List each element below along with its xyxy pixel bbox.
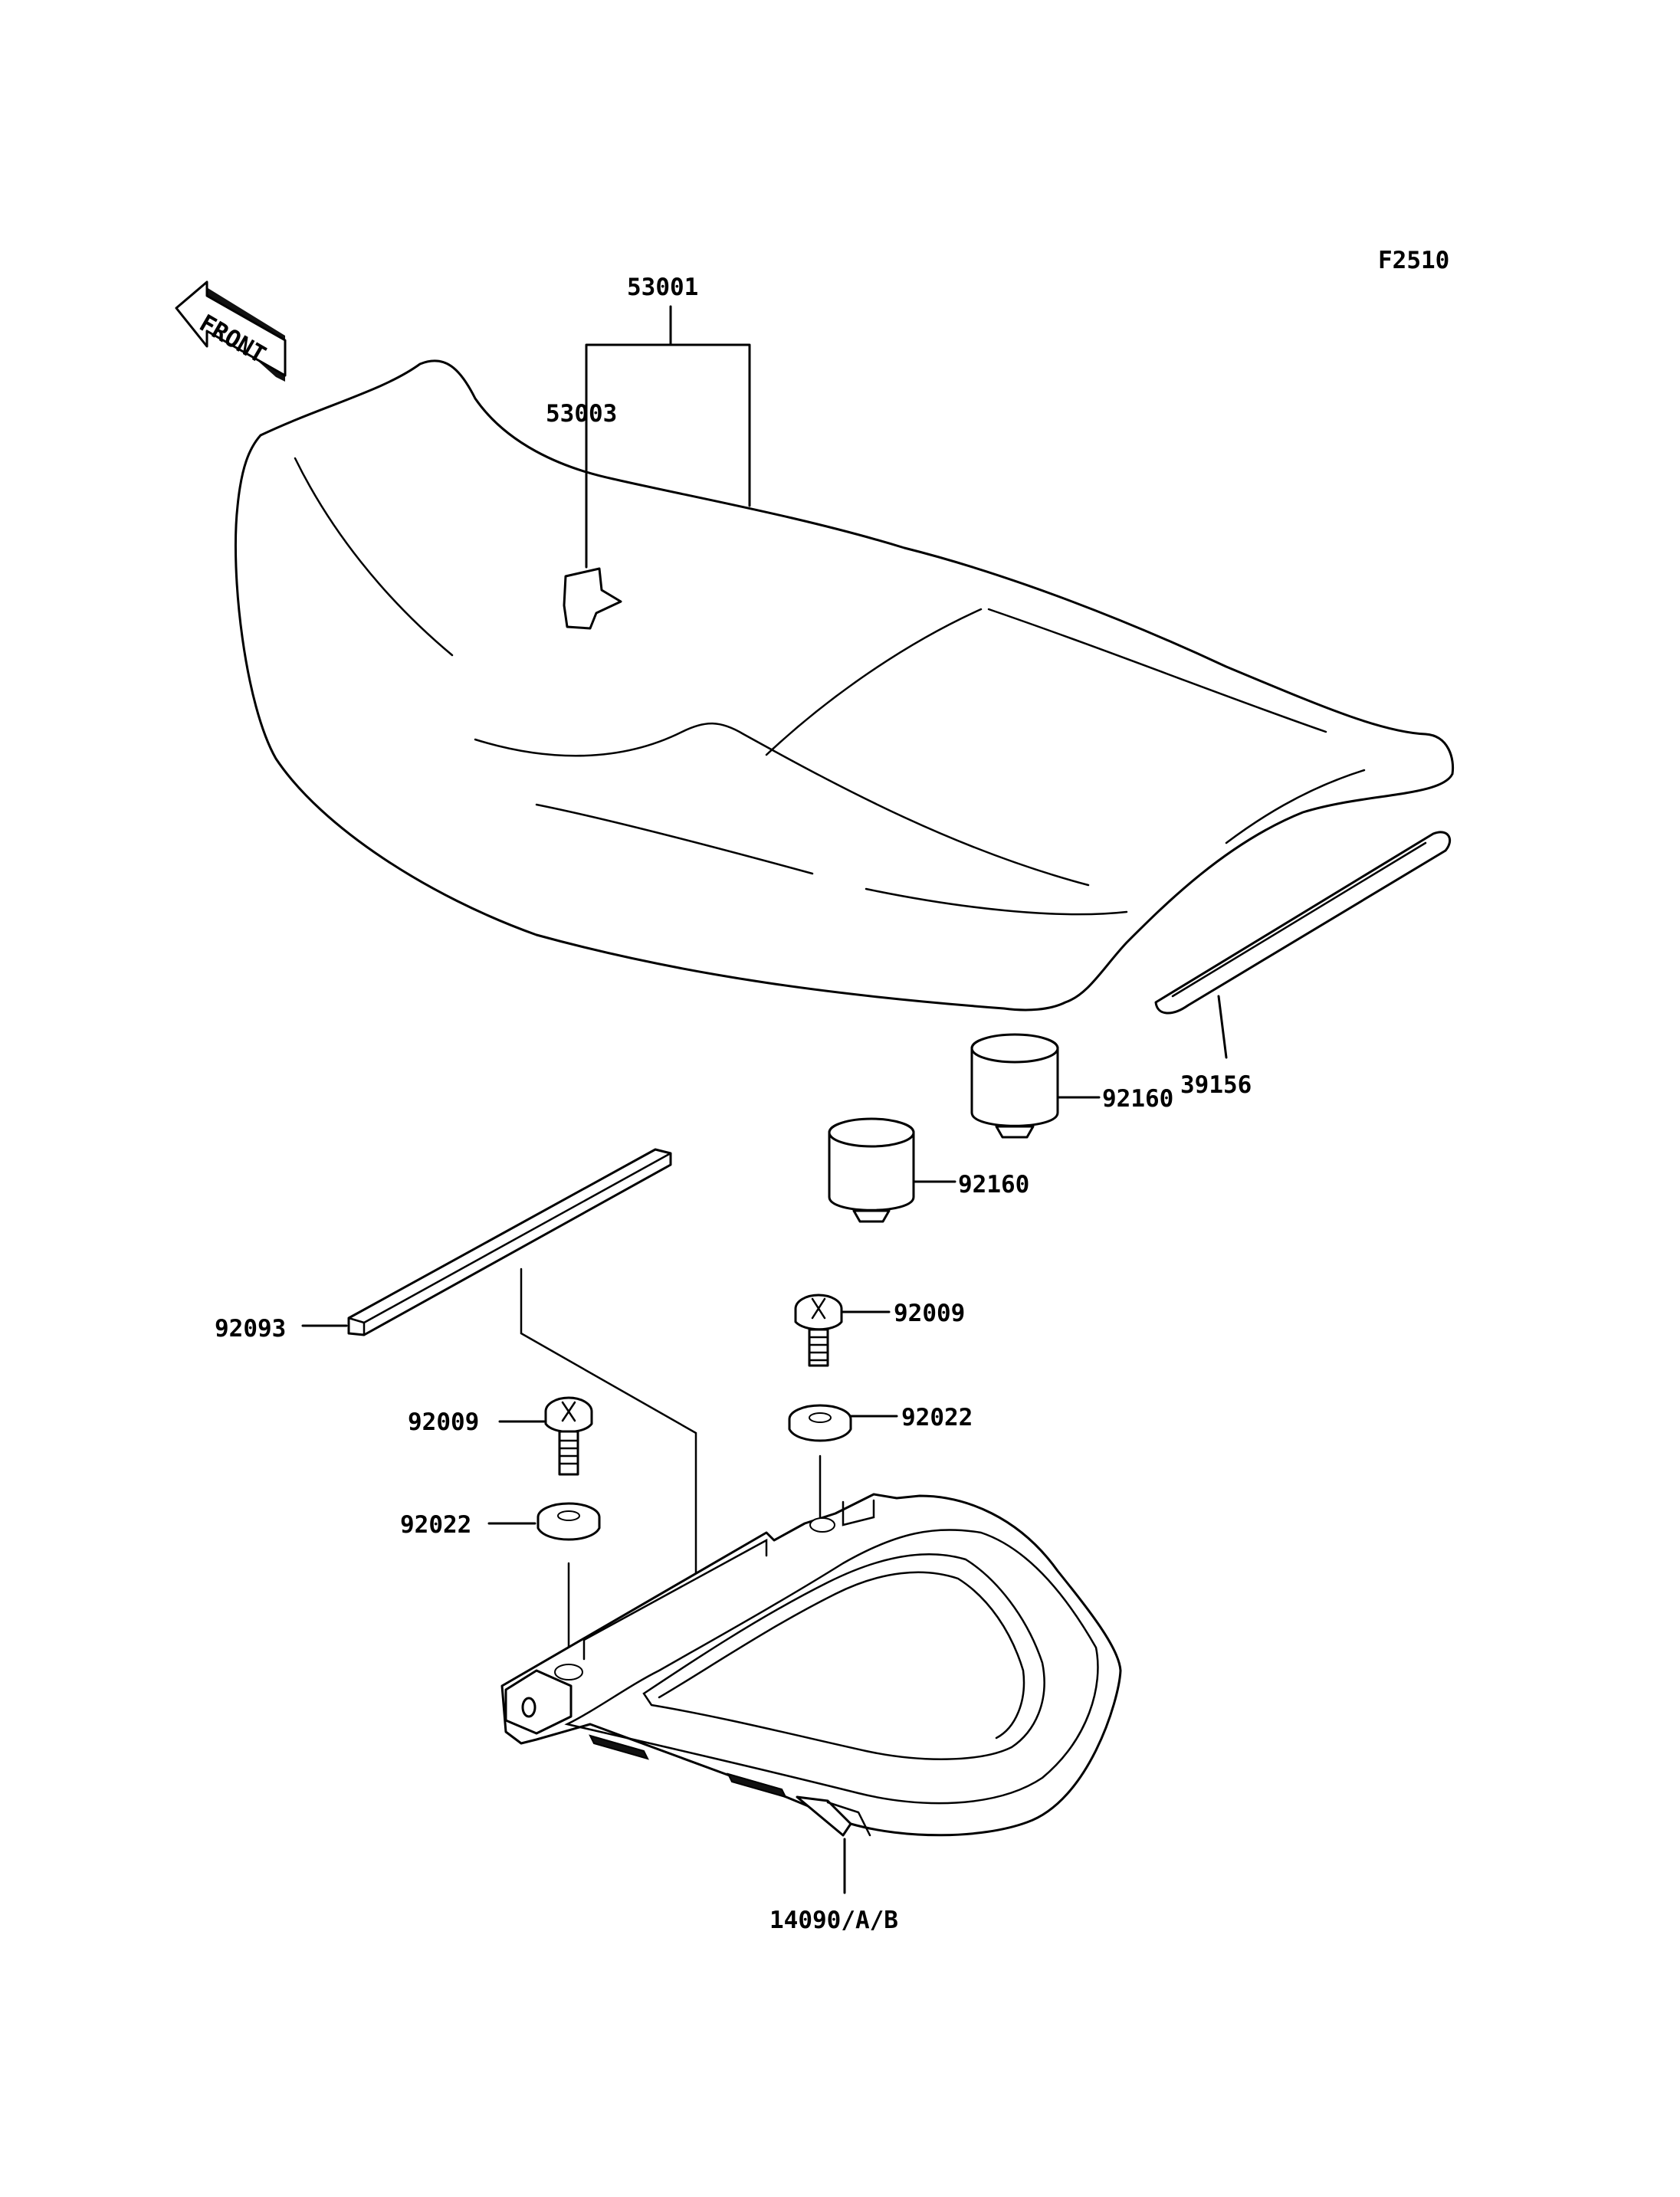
foam-strip-part-number: 92093 <box>215 1315 286 1343</box>
washer-left: 92022 <box>400 1502 601 1664</box>
washer-right: 92022 <box>788 1404 973 1526</box>
storage-tray: 14090/A/B <box>500 1493 1122 1934</box>
bolt-right-part-number: 92009 <box>894 1300 965 1327</box>
seat-illustration <box>234 359 1455 1012</box>
damper-upper-part-number: 92160 <box>1102 1085 1173 1113</box>
front-arrow-icon: FRONT <box>175 280 287 382</box>
trim-strip: 39156 <box>1154 831 1451 1099</box>
figure-code: F2510 <box>1378 247 1449 274</box>
damper-lower-part-number: 92160 <box>958 1171 1029 1199</box>
bolt-right: 92009 <box>794 1294 965 1367</box>
seat-part-number: 53001 <box>627 274 698 301</box>
washer-left-part-number: 92022 <box>400 1511 471 1539</box>
damper-upper: 92160 <box>970 1033 1173 1139</box>
washer-right-part-number: 92022 <box>901 1404 973 1431</box>
foam-strip: 92093 <box>215 1148 697 1603</box>
trim-strip-part-number: 39156 <box>1180 1071 1252 1099</box>
seat-callout: 53001 53003 <box>546 274 751 569</box>
damper-lower: 92160 <box>828 1117 1029 1223</box>
bolt-left-part-number: 92009 <box>408 1408 479 1436</box>
seat-tag-part-number: 53003 <box>546 400 617 428</box>
bolt-left: 92009 <box>408 1396 593 1476</box>
tray-part-number: 14090/A/B <box>769 1907 898 1934</box>
